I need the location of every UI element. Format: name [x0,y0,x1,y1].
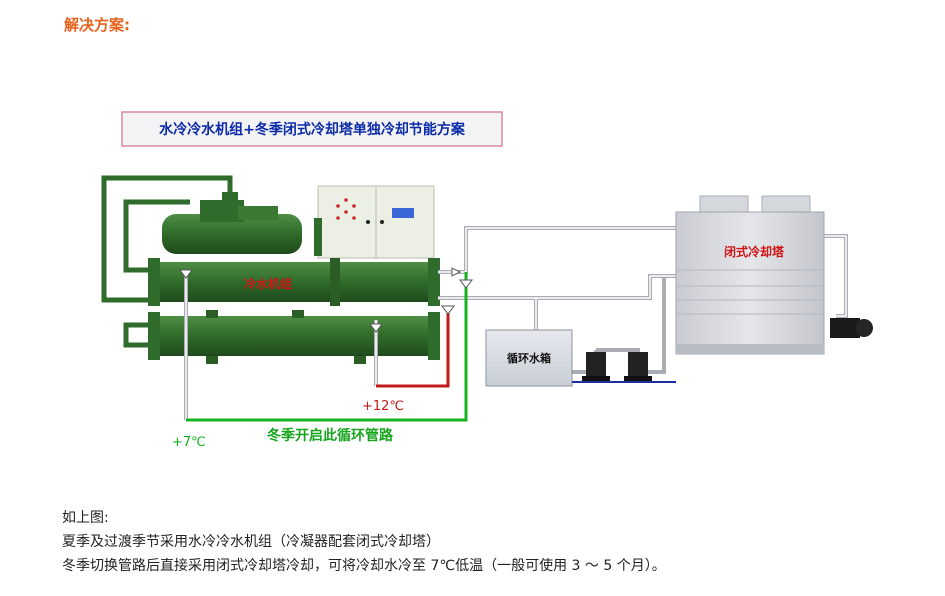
banner-title: 水冷冷水机组+冬季闭式冷却塔单独冷却节能方案 [159,121,466,138]
system-diagram: 水冷冷水机组+冬季闭式冷却塔单独冷却节能方案 冷水机组 [101,111,873,450]
pump-icon [586,352,606,378]
display-panel [392,208,414,218]
pump-icon [628,352,648,378]
chiller-label: 冷水机组 [244,276,292,291]
green-winter-pipe [186,272,468,422]
section-title: 解决方案: [64,16,130,34]
valve-icons [179,267,473,333]
description-line: 夏季及过渡季节采用水冷冷水机组（冷凝器配套闭式冷却塔） [62,534,440,550]
tower-pump-icon [830,318,873,338]
tank-label: 循环水箱 [507,351,551,365]
valve-icon [369,323,383,333]
valve-icon [441,305,455,315]
chiller-frame-piping [101,175,233,348]
circulation-tank: 循环水箱 [485,329,573,387]
description: 如上图: 夏季及过渡季节采用水冷冷水机组（冷凝器配套闭式冷却塔） 冬季切换管路后… [62,506,922,578]
control-cabinet [314,185,435,259]
red-return-pipe [376,312,450,388]
tower-label: 闭式冷却塔 [724,244,785,259]
pump-icons [582,352,652,382]
valve-icon [451,267,462,277]
temp-return-label: +12℃ [362,399,404,414]
valve-icon [459,279,473,289]
compressor [162,192,302,254]
winter-loop-label: 冬季开启此循环管路 [267,427,394,444]
condenser-shell: 冷水机组 [148,258,440,306]
gray-piping-inner [185,227,847,420]
description-line: 如上图: [62,510,109,526]
valve-icon [179,269,193,279]
evaporator-shell [148,310,440,364]
temp-supply-label: +7℃ [172,435,206,450]
description-line: 冬季切换管路后直接采用闭式冷却塔冷却，可将冷却水冷至 7℃低温（一般可使用 3 … [62,558,666,574]
banner-box: 水冷冷水机组+冬季闭式冷却塔单独冷却节能方案 [121,111,503,147]
closed-cooling-tower: 闭式冷却塔 [675,195,825,355]
